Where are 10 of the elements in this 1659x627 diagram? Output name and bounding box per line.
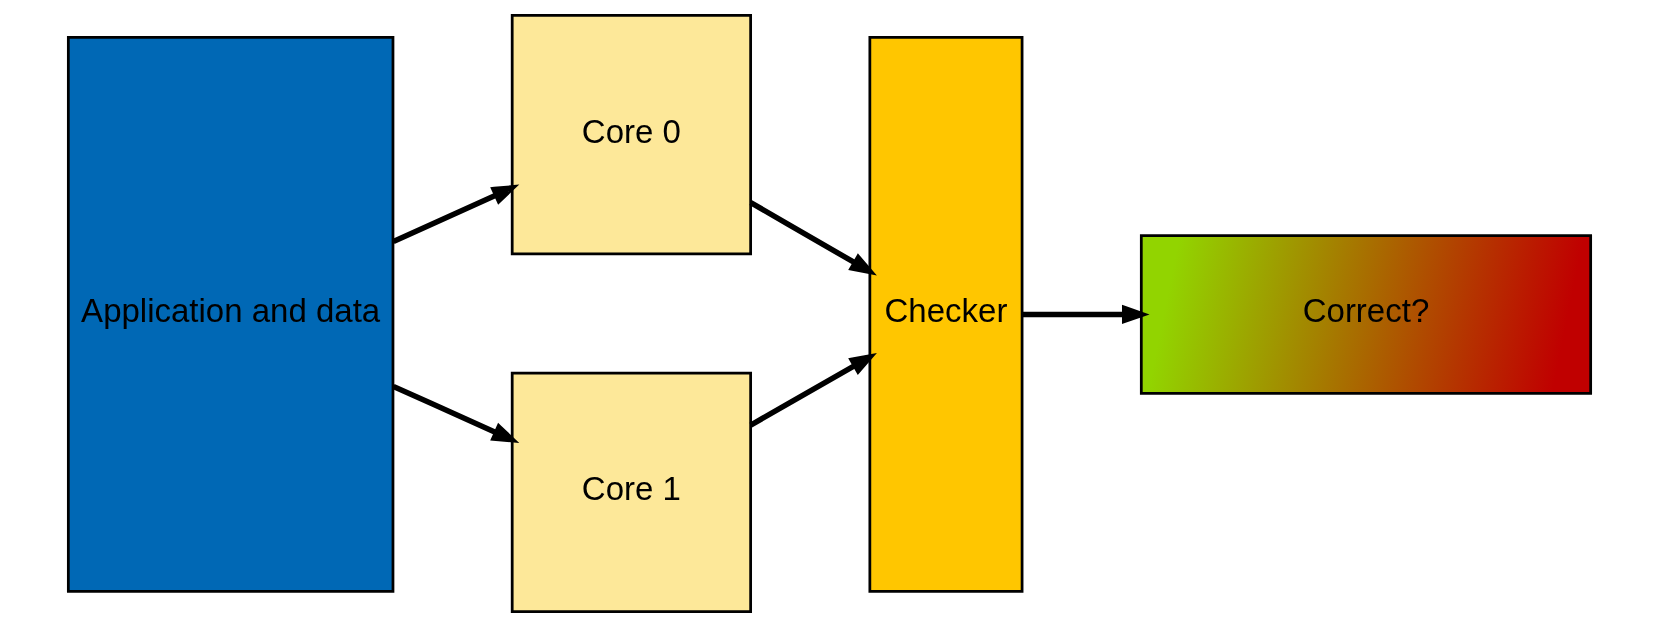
arrow: [749, 352, 877, 428]
arrow: [749, 200, 877, 276]
node-box: Application and data: [66, 36, 395, 593]
node-box: Core 1: [510, 371, 752, 613]
node-box: Correct?: [1139, 234, 1593, 395]
arrow: [392, 384, 520, 443]
node-box: Core 0: [510, 14, 752, 256]
arrow: [1022, 304, 1150, 325]
node-box: Checker: [868, 36, 1024, 593]
arrow: [392, 184, 520, 245]
